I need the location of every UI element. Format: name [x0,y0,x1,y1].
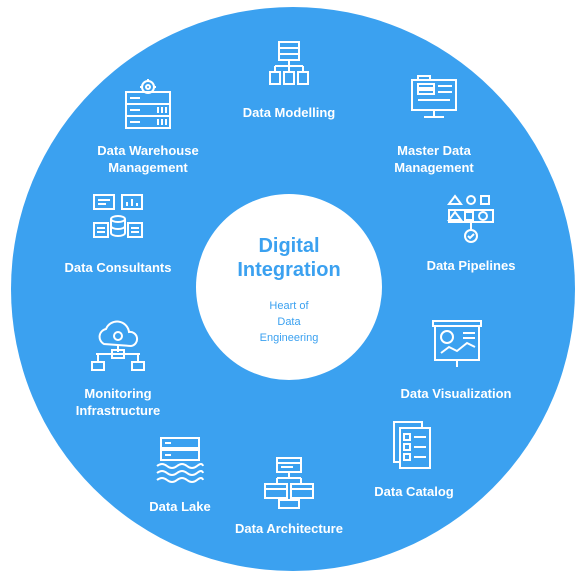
item-label: Data Catalog [374,484,454,499]
server-waves-icon [155,436,205,486]
catalog-documents-icon [392,418,434,472]
consultant-dashboards-icon [92,193,144,243]
item-label: Data Visualization [400,386,512,401]
center-subtitle: Heart of Data Engineering [259,300,319,344]
item-data-modelling: Data Modelling [209,40,369,125]
presentation-chart-icon [431,319,483,371]
item-data-lake: Data Lake [130,436,230,516]
hierarchy-tree-icon [269,40,309,88]
item-label: Data Modelling [242,105,336,120]
item-label: Data Consultants [64,260,172,275]
item-label: Data Pipelines [426,258,516,273]
center-title: Digital Integration [237,235,341,281]
warehouse-server-gear-icon [122,78,174,130]
item-label: Data Lake [149,499,211,514]
item-data-architecture: Data Architecture [214,456,364,538]
item-monitoring-infrastructure: Monitoring Infrastructure [48,320,188,422]
item-label: Monitoring Infrastructure [75,386,161,418]
item-data-visualization: Data Visualization [381,319,531,403]
item-label: Data Warehouse Management [97,143,199,175]
item-data-catalog: Data Catalog [354,418,474,502]
center-circle [196,194,382,380]
architecture-blocks-icon [263,456,315,510]
item-label: Master Data Management [394,143,474,175]
item-data-warehouse-management: Data Warehouse Management [77,78,219,178]
item-data-pipelines: Data Pipelines [406,194,536,276]
cloud-network-icon [90,320,146,372]
item-label: Data Architecture [235,521,343,536]
monitor-database-icon [408,74,460,120]
item-master-data-management: Master Data Management [364,74,504,176]
workflow-shapes-icon [447,194,495,246]
item-data-consultants: Data Consultants [46,193,190,275]
